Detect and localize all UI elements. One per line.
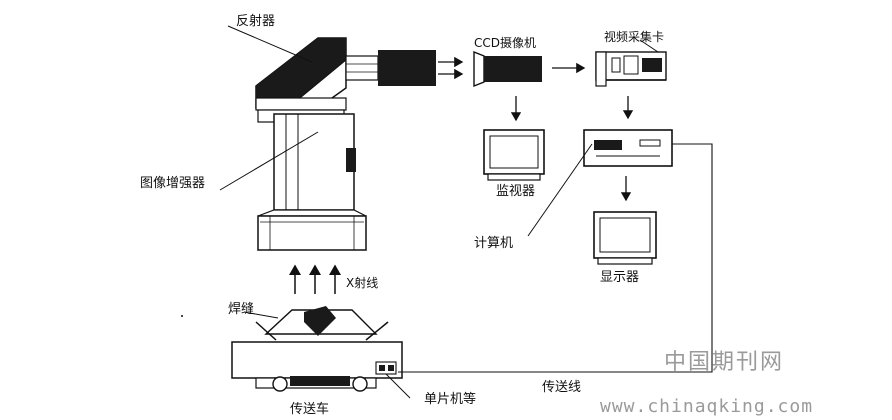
computer-label: 计算机 <box>474 236 514 251</box>
weld-workpiece <box>243 306 389 341</box>
computer-box <box>583 129 673 167</box>
transport-cart-label: 传送车 <box>290 402 330 417</box>
monitor-screen <box>483 129 545 181</box>
xray-arrows <box>289 264 341 294</box>
weld-seam-label: 焊缝 <box>228 302 255 317</box>
reflector-leader <box>227 25 313 63</box>
ccd-camera <box>473 50 542 88</box>
reflector-label: 反射器 <box>236 14 276 29</box>
video-capture-card <box>595 39 667 87</box>
monitor-label: 监视器 <box>496 184 536 199</box>
display-screen <box>593 211 657 265</box>
watermark-cn: 中国期刊网 <box>664 350 785 375</box>
xray-label: X射线 <box>346 276 379 290</box>
intensifier-leader <box>219 131 319 191</box>
stray-dot <box>181 315 183 317</box>
capture-card-label: 视频采集卡 <box>604 30 665 44</box>
transport-cart <box>231 341 403 392</box>
computer-leader <box>527 143 593 237</box>
image-intensifier-label: 图像增强器 <box>140 176 206 191</box>
transmission-line-label: 传送线 <box>542 380 582 395</box>
reflector-prism <box>255 37 347 111</box>
display-label: 显示器 <box>600 270 640 285</box>
transmission-line <box>398 143 713 373</box>
watermark-url: www.chinaqking.com <box>600 396 814 417</box>
mcu-leader <box>385 373 411 399</box>
mcu-label: 单片机等 <box>424 392 477 407</box>
image-intensifier <box>257 109 367 251</box>
lens-tube <box>345 50 436 86</box>
light-path-arrows <box>438 56 464 80</box>
ccd-camera-label: CCD摄像机 <box>474 36 536 50</box>
